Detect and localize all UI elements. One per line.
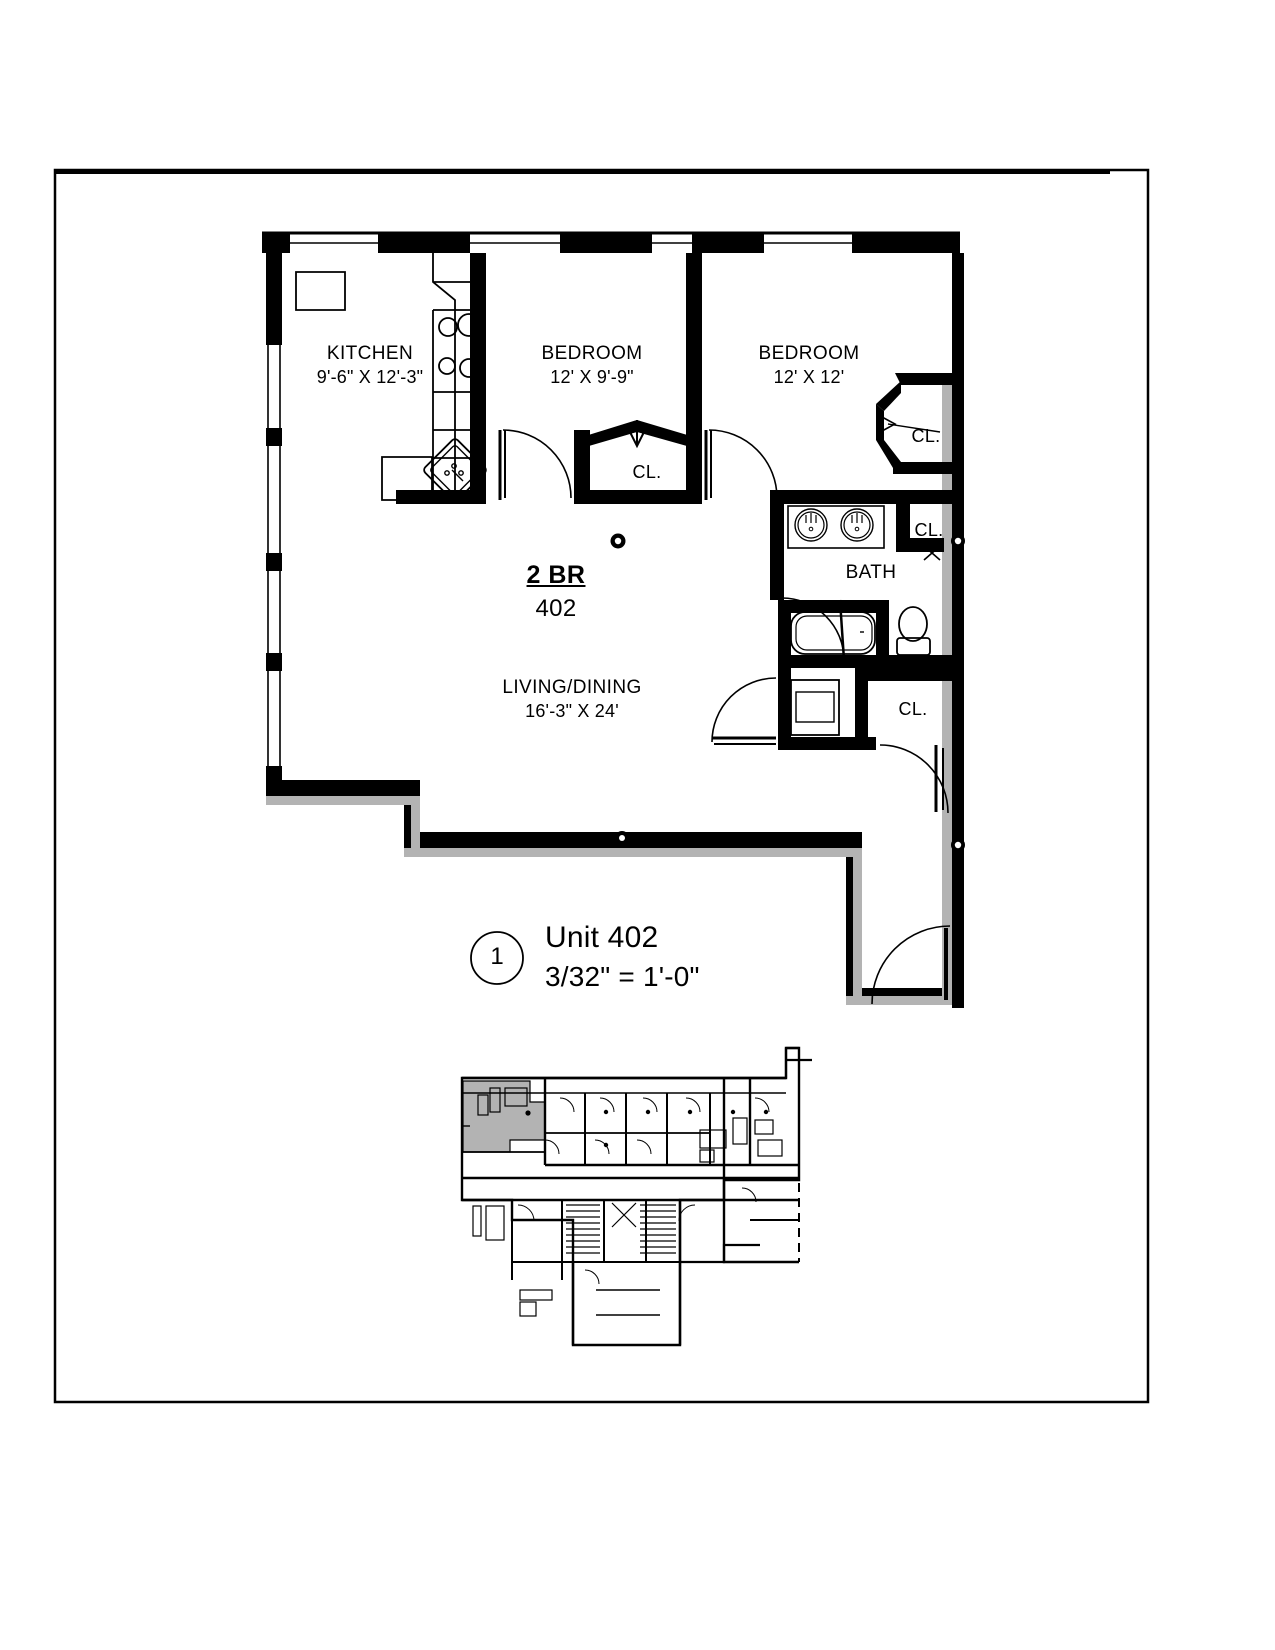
detail-tag-circle [470,931,524,985]
key-plan [460,1046,812,1347]
room-dimension-bedroom-2: 12' X 12' [773,367,845,387]
room-label-kitchen: KITCHEN [326,343,414,364]
unit-number-label: 402 [535,595,577,622]
drawing-title: Unit 402 [545,921,659,954]
unit-type-label: 2 BR [526,561,586,589]
room-dimension-bedroom-1: 12' X 9'-9" [550,367,634,387]
unit-plan-walls [262,231,965,1008]
room-label-bedroom-2: BEDROOM [758,343,860,364]
room-label-bedroom-1: BEDROOM [541,343,643,364]
room-label-living-dining: LIVING/DINING [502,677,642,698]
closet-label-hall-linen: CL. [914,520,944,540]
room-label-bath: BATH [845,562,897,583]
drawing-scale: 3/32" = 1'-0" [545,961,700,992]
sheet-border [53,168,1150,1404]
room-dimension-living-dining: 16'-3" X 24' [525,701,619,721]
closet-label-bedroom-1: CL. [632,462,662,482]
detail-tag-number: 1 [490,943,504,970]
room-dimension-kitchen: 9'-6" X 12'-3" [316,367,424,387]
closet-label-bedroom-2: CL. [911,426,941,446]
closet-label-entry: CL. [898,699,928,719]
